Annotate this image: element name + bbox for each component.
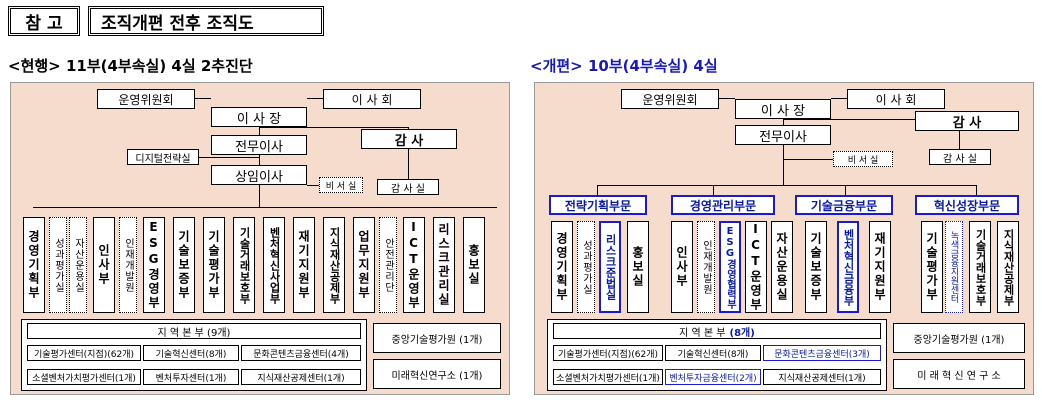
right-vp: 전무이사 [735,125,831,145]
right-unit-ict: ICT운영부 [745,221,767,313]
left-vp: 전무이사 [211,135,307,155]
right-auditor: 감 사 [915,111,1019,131]
right-board: 이 사 회 [847,89,945,109]
left-unit-tech-trade: 기술거래보호부 [233,217,255,313]
left-unit-ict: ICT운영부 [403,217,425,313]
right-committee: 운영위원회 [621,89,719,109]
right-audit-office: 감 사 실 [929,149,991,165]
header-tag: 참 고 [8,6,80,36]
right-unit-tech-trade: 기술거래보호부 [969,221,991,313]
right-unit-green-finance: 녹색금융지원센터 [945,221,963,313]
right-subtitle: <개편> 10부(4부속실) 4실 [530,57,718,75]
right-central-eval: 중앙기술평가원 (1개) [893,323,1025,353]
left-unit-ip: 지식재산공제부 [323,217,345,313]
left-unit-guarantee: 기술보증부 [173,217,195,313]
right-center-venture-invest: 벤처투자금융센터(2개) [665,369,761,385]
right-unit-hr: 인사부 [671,221,693,313]
left-unit-talent: 인재개발원 [119,217,137,313]
left-center-venture-invest: 벤처투자센터(1개) [143,369,239,385]
right-unit-evaluation: 기술평가부 [921,221,943,313]
left-secretary: 비 서 실 [319,177,363,193]
right-unit-recovery: 재기지원부 [869,221,891,313]
right-division-techfinance: 기술금융부문 [795,195,893,215]
left-unit-esg: ESG경영부 [143,217,165,313]
right-division-strategy: 전략기획부문 [549,195,647,215]
left-senior-director: 상임이사 [211,165,307,185]
left-subtitle: <현행> 11부(4부속실) 4실 2추진단 [8,57,253,75]
right-unit-talent: 인재개발원 [697,221,715,313]
left-center-eval: 기술평가센터(지점)(62개) [27,345,141,361]
right-center-innovation: 기술혁신센터(8개) [665,345,761,361]
right-secretary: 비 서 실 [833,151,893,167]
left-center-innovation: 기술혁신센터(8개) [143,345,239,361]
page-title: 조직개편 전후 조직도 [88,6,324,36]
right-chairman: 이 사 장 [735,99,831,119]
left-unit-safety: 안전관리단 [379,217,397,313]
left-audit-office: 감 사 실 [377,179,439,195]
left-unit-risk: 리스크관리실 [433,217,455,313]
left-unit-asset: 자산운용실 [69,217,87,313]
right-unit-mgmt-planning: 경영기획부 [551,221,573,313]
right-regional-label: 지 역 본 부 [679,327,726,339]
right-unit-asset: 자산운용실 [771,221,793,313]
right-unit-performance: 성과평가실 [577,221,595,313]
right-regional-hq: 지 역 본 부 (8개) [553,323,881,339]
right-division-growth: 혁신성장부문 [915,195,1019,215]
left-digital-office: 디지털전략실 [127,149,199,165]
left-unit-hr: 인사부 [93,217,115,313]
right-unit-venture-finance: 벤처혁신금융부 [837,221,859,313]
right-center-ip: 지식재산공제센터(1개) [763,369,881,385]
left-future-lab: 미래혁신연구소 (1개) [373,359,501,389]
right-org-chart: 운영위원회 이 사 회 이 사 장 전무이사 비 서 실 감 사 감 사 실 전… [534,82,1034,395]
left-committee: 운영위원회 [97,89,195,109]
right-unit-pr: 홍보실 [627,221,649,313]
right-regional-count: (8개) [729,327,755,339]
left-unit-mgmt-planning: 경영기획부 [23,217,45,313]
left-unit-pr: 홍보실 [463,217,485,313]
left-center-social: 소셜벤처가치평가센터(1개) [27,369,141,385]
left-central-eval: 중앙기술평가원 (1개) [373,323,501,353]
right-future-lab: 미 래 혁 신 연 구 소 [893,359,1025,389]
right-unit-ip: 지식재산공제부 [997,221,1019,313]
left-center-culture: 문화콘텐츠금융센터(4개) [241,345,361,361]
right-center-culture: 문화콘텐츠금융센터(3개) [763,345,881,361]
left-board: 이 사 회 [323,89,421,109]
left-auditor: 감 사 [361,129,457,149]
right-unit-risk-compliance: 리스크준법실 [599,221,621,313]
right-center-eval: 기술평가센터(지점)(62개) [553,345,663,361]
left-unit-recovery: 재기지원부 [293,217,315,313]
left-unit-evaluation: 기술평가부 [203,217,225,313]
left-unit-performance: 성과평가실 [49,217,67,313]
right-unit-esg: ESG경영협력부 [719,221,741,313]
left-unit-venture: 벤처혁신사업부 [263,217,285,313]
left-chairman: 이 사 장 [211,107,307,127]
right-division-management: 경영관리부문 [671,195,775,215]
left-org-chart: 운영위원회 이 사 회 이 사 장 전무이사 디지털전략실 상임이사 비 서 실… [10,82,510,395]
left-regional-hq: 지 역 본 부 (9개) [27,323,361,339]
right-center-social: 소셜벤처가치평가센터(1개) [553,369,663,385]
left-unit-support: 업무지원부 [353,217,375,313]
right-unit-guarantee: 기술보증부 [805,221,827,313]
left-center-ip: 지식재산공제센터(1개) [241,369,361,385]
